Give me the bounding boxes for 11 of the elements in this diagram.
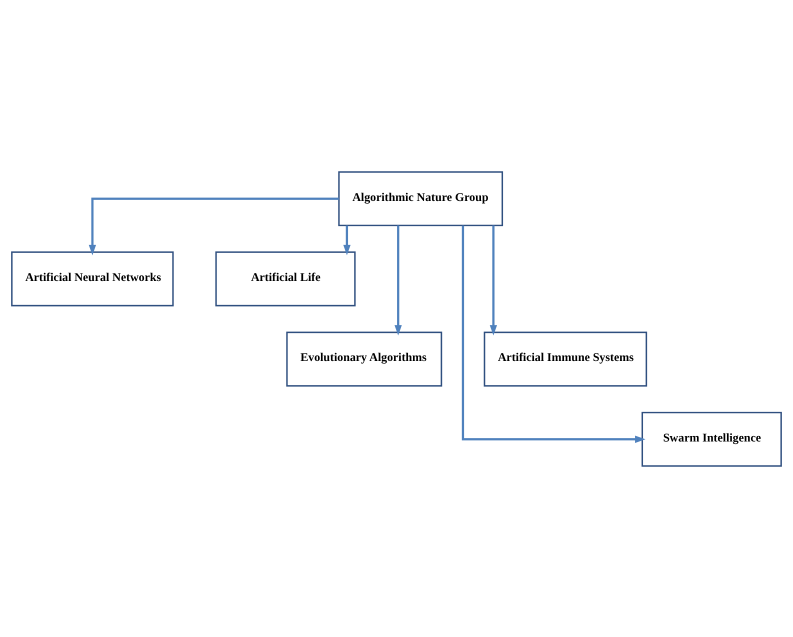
node-box: Artificial Life	[215, 250, 356, 306]
node-box: Algorithmic Nature Group	[338, 170, 504, 226]
node-box: Evolutionary Algorithms	[286, 331, 442, 386]
arrow	[88, 197, 339, 255]
arrow	[462, 225, 646, 442]
arrow	[343, 225, 351, 255]
node-box: Artificial Immune Systems	[484, 331, 648, 386]
arrow	[490, 225, 498, 336]
node-box: Artificial Neural Networks	[11, 250, 174, 306]
node-box: Swarm Intelligence	[642, 411, 782, 466]
arrow	[394, 225, 402, 336]
